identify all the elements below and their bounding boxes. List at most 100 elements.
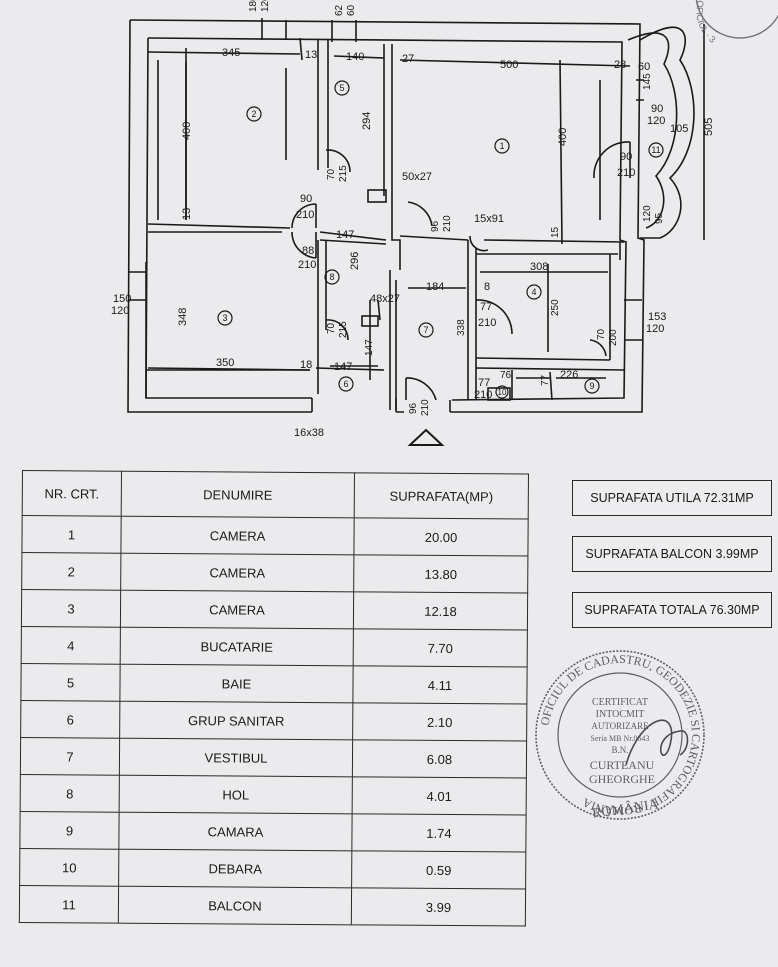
row-name: BUCATARIE [120, 627, 354, 666]
row-name: BAIE [119, 664, 354, 703]
row-nr: 1 [21, 515, 122, 554]
dim-label: 48x27 [370, 293, 400, 305]
row-name: CAMERA [120, 590, 354, 629]
stamp-line-4: Seria MB Nr.0643 [591, 734, 650, 743]
dim-label: 400 [181, 122, 193, 140]
stamp-line-5: B.N. [611, 745, 628, 755]
header-name: DENUMIRE [121, 471, 355, 518]
row-area: 0.59 [351, 850, 526, 890]
dim-label: 140 [346, 51, 364, 63]
room-number-6: 6 [343, 379, 348, 389]
dim-label: 250 [550, 299, 561, 316]
row-nr: 8 [20, 774, 120, 813]
dim-label: 500 [500, 59, 518, 71]
row-nr: 2 [21, 552, 121, 591]
room-number-9: 9 [589, 381, 594, 391]
row-name: HOL [119, 775, 353, 814]
dim-label: 120 [260, 0, 271, 12]
signature [625, 719, 689, 766]
dim-label: 88 [302, 245, 314, 257]
stamp-line-6: CURTEANU [590, 758, 655, 772]
row-area: 1.74 [351, 813, 527, 853]
dim-label: 50x27 [402, 171, 432, 183]
header-nr: NR. CRT. [22, 470, 122, 517]
summary-balcony-area: SUPRAFATA BALCON 3.99MP [572, 536, 772, 572]
dim-label: 215 [338, 321, 349, 338]
dim-label: 105 [670, 123, 688, 135]
dim-label: 70 [326, 168, 337, 180]
row-area: 12.18 [353, 591, 528, 631]
dim-label: 13 [181, 208, 193, 220]
dim-label: 147 [336, 229, 354, 241]
row-area: 4.11 [352, 665, 528, 705]
dim-label: 60 [638, 61, 650, 73]
row-area: 7.70 [353, 628, 528, 668]
row-name: DEBARA [118, 849, 352, 888]
row-area: 2.10 [352, 702, 527, 742]
row-area: 13.80 [353, 554, 528, 594]
row-name: CAMARA [118, 812, 353, 851]
dim-label: 90 [300, 193, 312, 205]
dim-label: 15x91 [474, 213, 504, 225]
official-stamp: OFICIUL DE CADASTRU, GEODEZIE SI CARTOGR… [535, 650, 705, 822]
room-number-1: 1 [499, 141, 504, 151]
dim-label: 77 [480, 301, 492, 313]
dim-label: 338 [456, 319, 467, 336]
dim-label: 308 [530, 261, 548, 273]
row-nr: 6 [20, 700, 120, 739]
row-name: CAMERA [120, 553, 354, 592]
dim-label: 184 [426, 281, 444, 293]
dim-label: 8 [484, 281, 490, 293]
dim-label: 147 [334, 361, 352, 373]
floor-plan: 1 2 3 4 5 6 7 8 9 10 11 180 120 62 60 34… [111, 0, 715, 446]
dim-label: 147 [364, 339, 375, 356]
dim-label: 210 [474, 389, 492, 401]
dim-label: 505 [703, 118, 715, 136]
dim-label: 294 [361, 112, 373, 130]
dim-label: 153 [648, 311, 666, 323]
row-nr: 4 [21, 626, 121, 665]
dim-label: 77 [540, 374, 551, 386]
dim-label: 120 [647, 115, 665, 127]
corner-stamp-text: OFICIUL · 3 [694, 0, 717, 45]
dim-label: 345 [222, 47, 240, 59]
dim-label: 60 [346, 4, 357, 16]
dim-label: 90 [620, 151, 632, 163]
dim-label: 145 [642, 73, 653, 90]
row-area: 6.08 [352, 739, 527, 779]
dim-label: 210 [298, 259, 316, 271]
row-nr: 5 [20, 663, 121, 702]
room-number-10: 10 [498, 388, 507, 397]
dim-label: 150 [113, 293, 131, 305]
dim-label: 62 [334, 4, 345, 16]
dim-label: 28 [614, 59, 626, 71]
svg-text:OFICIUL · 3: OFICIUL · 3 [694, 0, 717, 45]
row-name: VESTIBUL [119, 738, 353, 777]
stamp-line-7: GHEORGHE [589, 772, 655, 786]
dim-label: 120 [111, 305, 129, 317]
dim-label: 226 [560, 369, 578, 381]
dim-label: 200 [608, 329, 619, 346]
dim-label: 350 [216, 357, 234, 369]
dim-label: 15 [550, 226, 561, 238]
dim-label: 120 [646, 323, 664, 335]
dim-label: 210 [617, 167, 635, 179]
dim-label: 180 [248, 0, 259, 12]
row-nr: 3 [21, 589, 121, 628]
dim-label: 96 [430, 220, 441, 232]
dim-label: 90 [651, 103, 663, 115]
dim-label: 96 [408, 402, 419, 414]
dim-label: 76 [500, 370, 512, 381]
